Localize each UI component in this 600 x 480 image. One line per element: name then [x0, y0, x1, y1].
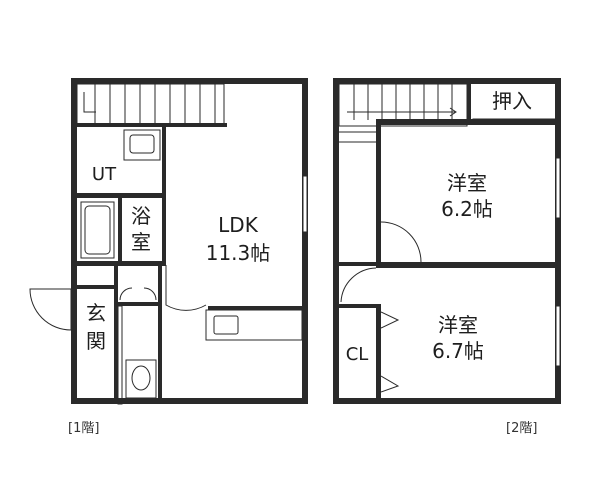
floor-label-1: [1階]: [68, 421, 99, 436]
window: [302, 175, 308, 233]
wash-basin: [123, 129, 161, 161]
floor-2-plan: 押入 洋室 6.2帖 洋室 6.7帖 CL [2階]: [333, 78, 561, 436]
toilet: [117, 305, 157, 405]
door-room-a: [380, 221, 422, 263]
room-size-ldk: 11.3帖: [206, 241, 271, 265]
room-size-western-a: 6.2帖: [441, 197, 493, 221]
room-label-oshiire: 押入: [492, 89, 532, 113]
room-label-bath-line1: 浴: [131, 204, 151, 228]
bathtub: [80, 201, 115, 259]
room-label-ut: UT: [92, 164, 117, 185]
window-room-b: [555, 305, 561, 367]
window-room-a: [555, 157, 561, 219]
room-label-western-b: 洋室: [438, 313, 478, 337]
floor-1-plan: UT 浴 室 LDK 11.3帖 玄 関 [1階]: [29, 78, 308, 436]
room-label-cl: CL: [346, 344, 369, 365]
ldk-door: [165, 265, 207, 311]
floor-label-2: [2階]: [506, 421, 537, 436]
stairs-2f: [338, 83, 468, 143]
room-label-ldk: LDK: [218, 213, 259, 237]
room-size-western-b: 6.7帖: [432, 339, 484, 363]
entrance-door: [29, 288, 72, 331]
room-label-western-a: 洋室: [447, 171, 487, 195]
room-label-entrance-line2: 関: [86, 329, 106, 353]
stairs: [83, 84, 216, 123]
room-label-bath-line2: 室: [131, 230, 151, 254]
closet-doors: [380, 311, 400, 393]
kitchen-counter: [205, 306, 303, 341]
room-label-entrance-line1: 玄: [86, 301, 106, 325]
